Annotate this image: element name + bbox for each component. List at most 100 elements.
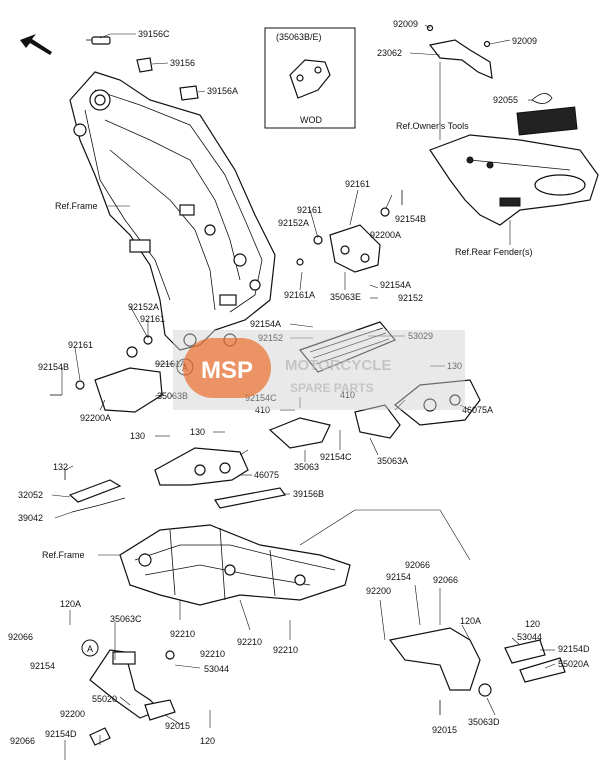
label-92161-b: 92161 [297, 205, 322, 215]
label-92154b-1: 92154B [395, 214, 426, 224]
label-92200a-2: 92200A [80, 413, 111, 423]
label-46075: 46075 [254, 470, 279, 480]
label-132: 132 [53, 462, 68, 472]
label-92210-a: 92210 [170, 629, 195, 639]
label-92161-d: 92161 [68, 340, 93, 350]
label-92200-b: 92200 [366, 586, 391, 596]
label-120a-b: 120A [460, 616, 481, 626]
watermark-brand: MSP [201, 357, 253, 384]
label-92015-b: 92015 [432, 725, 457, 735]
watermark-logo-icon [183, 338, 271, 398]
label-92009b: 92009 [512, 36, 537, 46]
bracket-35063a [354, 404, 401, 439]
label-ref-rear-fenders: Ref.Rear Fender(s) [455, 247, 533, 257]
label-92154c-2: 92154C [320, 452, 352, 462]
label-39156b: 39156B [293, 489, 324, 499]
owner-tools [516, 106, 578, 136]
label-92161a-2: 92161A [155, 359, 186, 369]
label-53029: 53029 [408, 331, 433, 341]
watermark-line2: SPARE PARTS [290, 381, 374, 395]
label-39156c: 39156C [138, 29, 170, 39]
label-410-b: 410 [340, 390, 355, 400]
label-92066-d: 92066 [10, 736, 35, 746]
front-arrow-icon [20, 34, 52, 55]
label-23062: 23062 [377, 48, 402, 58]
label-wod: WOD [300, 115, 322, 125]
part-labels: 39156C 39156 39156A (35063B/E) WOD 92009… [8, 19, 590, 746]
pad-39156b [214, 487, 287, 509]
label-92154a-2: 92154A [250, 319, 281, 329]
heel-guard-46075 [154, 447, 249, 486]
label-130-a: 130 [447, 361, 462, 371]
svg-text:A: A [87, 644, 93, 654]
label-130-b: 130 [130, 431, 145, 441]
label-92154-e: 92154 [30, 661, 55, 671]
label-410-a: 410 [255, 405, 270, 415]
label-53044-a: 53044 [517, 632, 542, 642]
leader-lines [51, 24, 556, 760]
heel-guard-46075a [394, 379, 481, 426]
label-92210-d: 92210 [273, 645, 298, 655]
label-130-c: 130 [190, 427, 205, 437]
label-92066-a: 92066 [405, 560, 430, 570]
label-39156a: 39156A [207, 86, 238, 96]
label-ref-frame-upper: Ref.Frame [55, 201, 98, 211]
label-92200-c: 92200 [60, 709, 85, 719]
label-39156: 39156 [170, 58, 195, 68]
label-92015-a: 92015 [165, 721, 190, 731]
label-ref-owners-tools: Ref.Owner's Tools [396, 121, 469, 131]
label-92210-c: 92210 [200, 649, 225, 659]
label-120a: 120A [60, 599, 81, 609]
label-92210-b: 92210 [237, 637, 262, 647]
part-39156 [136, 57, 153, 73]
part-39042 [71, 497, 126, 513]
label-53044-b: 53044 [204, 664, 229, 674]
label-55020a: 55020A [558, 659, 589, 669]
part-32052 [64, 470, 122, 503]
label-ref-frame-lower: Ref.Frame [42, 550, 85, 560]
tool-bracket-23062 [426, 24, 493, 79]
label-92152-a: 92152 [398, 293, 423, 303]
label-92161a-1: 92161A [284, 290, 315, 300]
label-35063c: 35063C [110, 614, 142, 624]
footpeg-53029 [298, 321, 396, 373]
label-92152a-1: 92152A [278, 218, 309, 228]
label-120-b: 120 [525, 619, 540, 629]
part-39156c [86, 36, 111, 45]
rear-fender-ref [429, 134, 599, 226]
label-92009a: 92009 [393, 19, 418, 29]
label-35063: 35063 [294, 462, 319, 472]
label-46075a: 46075A [462, 405, 493, 415]
label-35063e: 35063E [330, 292, 361, 302]
label-55020: 55020 [92, 694, 117, 704]
label-92200a-1: 92200A [370, 230, 401, 240]
part-39156a [179, 85, 199, 101]
label-92154d: 92154D [558, 644, 590, 654]
label-92154c-1: 92154C [245, 393, 277, 403]
label-92152a-2: 92152A [128, 302, 159, 312]
label-92154a-1: 92154A [380, 280, 411, 290]
label-35063d: 35063D [468, 717, 500, 727]
watermark-line1: MOTORCYCLE [285, 357, 391, 374]
label-92152-b: 92152 [258, 333, 283, 343]
bracket-35063e [296, 190, 403, 273]
label-92161-a: 92161 [345, 179, 370, 189]
step-assy-left [89, 649, 176, 746]
label-92154b-2: 92154B [38, 362, 69, 372]
label-92154d-2: 92154D [45, 729, 77, 739]
label-35063be: (35063B/E) [276, 32, 322, 42]
step-assy-right [388, 627, 566, 715]
label-39042: 39042 [18, 513, 43, 523]
label-92066-c: 92066 [8, 632, 33, 642]
label-32052: 32052 [18, 490, 43, 500]
sub-frame [119, 524, 351, 606]
label-35063b: 35063B [157, 391, 188, 401]
wod-inset [264, 27, 356, 129]
label-120-c: 120 [200, 736, 215, 746]
label-92066-b: 92066 [433, 575, 458, 585]
label-92154-c: 92154 [386, 572, 411, 582]
callout-a-lower: A [81, 639, 99, 657]
watermark: MSP MOTORCYCLE SPARE PARTS [173, 330, 465, 410]
